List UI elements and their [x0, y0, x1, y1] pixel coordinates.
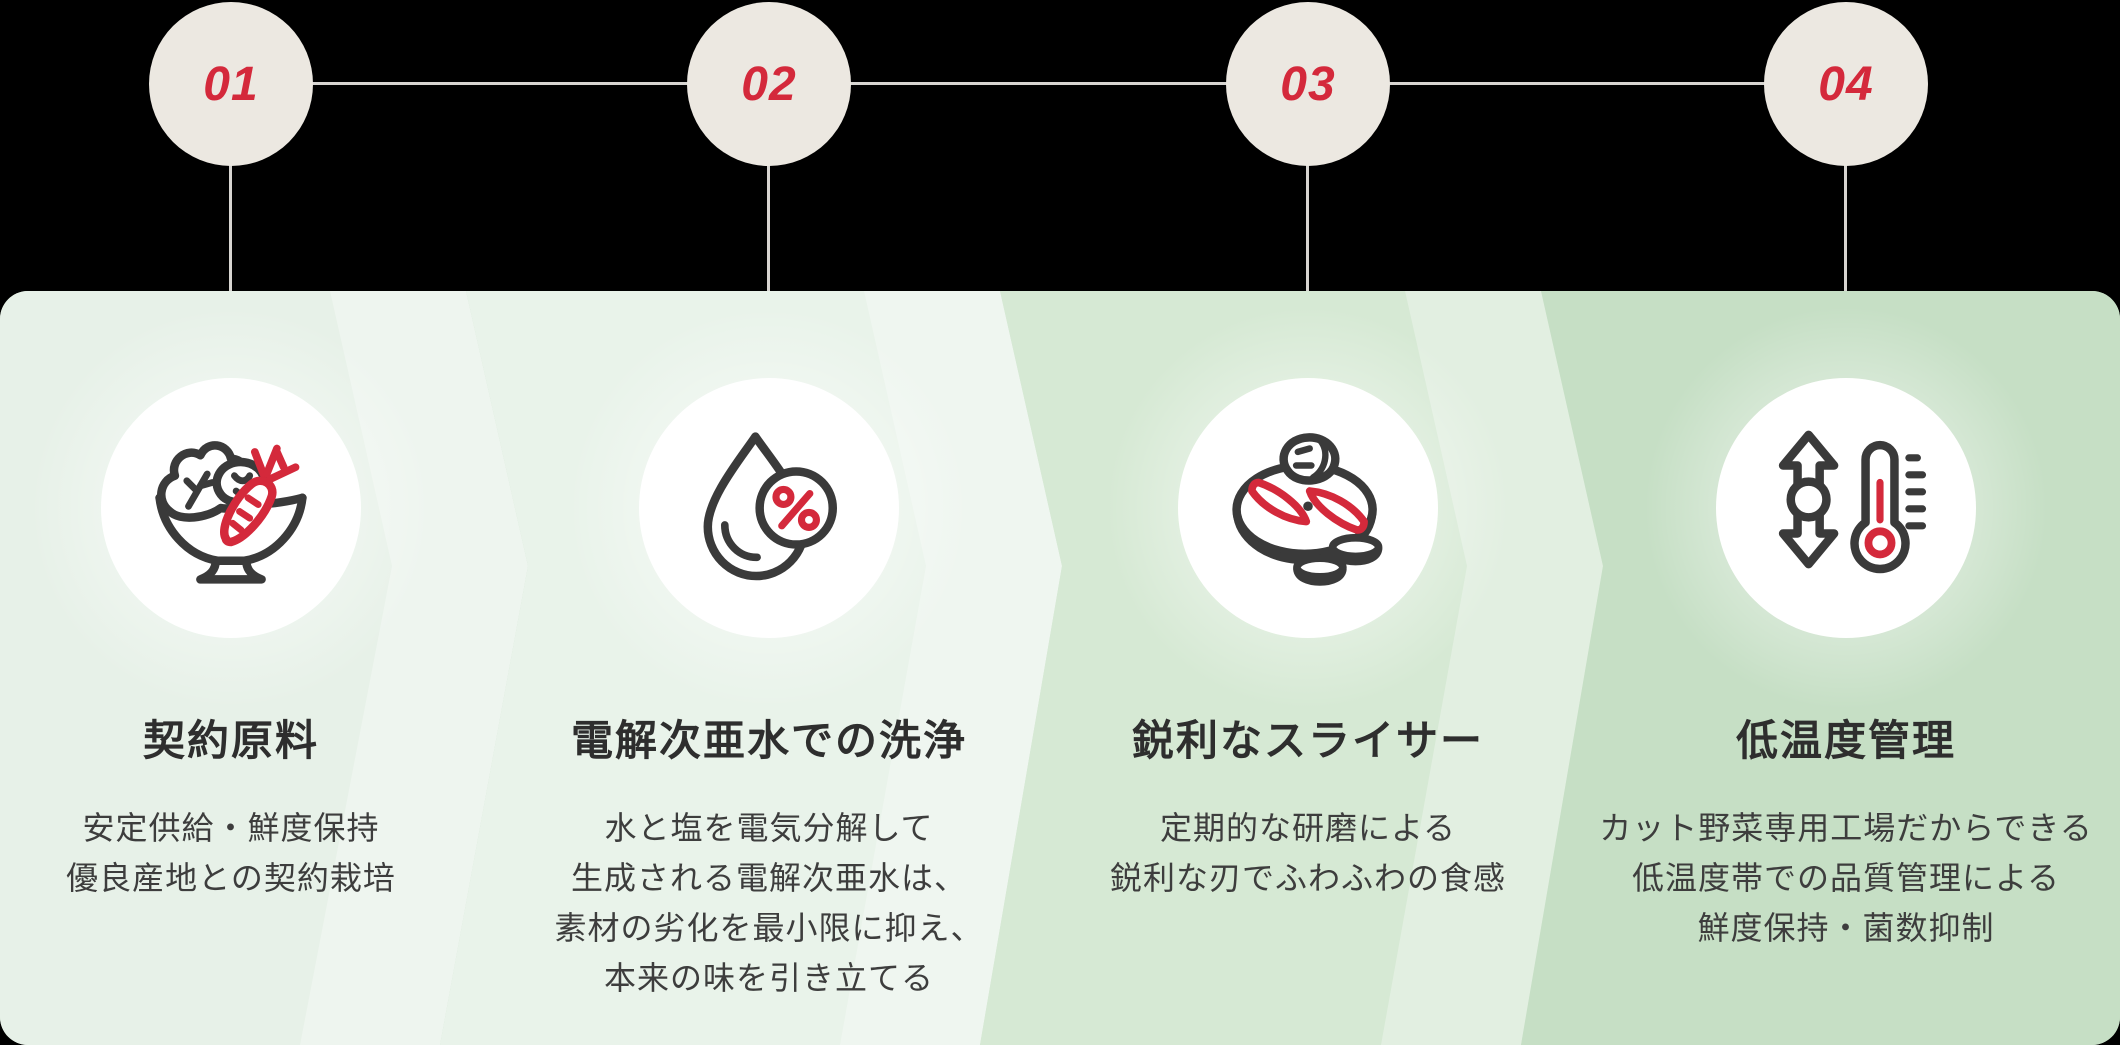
step3-number-circle: 03 [1226, 2, 1390, 166]
step3-drop-line [1306, 84, 1309, 291]
step1-text: 契約原料 安定供給・鮮度保持 優良産地との契約栽培 [0, 715, 531, 903]
timeline-connector-line [231, 82, 1846, 85]
vegetable-bowl-icon [155, 441, 307, 584]
step2-icon-circle [639, 378, 899, 638]
step3-icon-circle [1178, 378, 1438, 638]
step2-description: 水と塩を電気分解して 生成される電解次亜水は、 素材の劣化を最小限に抑え、 本来… [554, 810, 984, 996]
step3-number: 03 [1280, 57, 1336, 111]
step4-text: 低温度管理 カット野菜専用工場だからできる 低温度帯での品質管理による 鮮度保持… [1546, 715, 2120, 953]
step3-text: 鋭利なスライサー 定期的な研磨による 鋭利な刃でふわふわの食感 [1008, 715, 1608, 903]
step2-text: 電解次亜水での洗浄 水と塩を電気分解して 生成される電解次亜水は、 素材の劣化を… [469, 715, 1069, 1003]
water-drop-percent-icon [703, 432, 837, 581]
step2-drop-line [767, 84, 770, 291]
step1-description: 安定供給・鮮度保持 優良産地との契約栽培 [66, 810, 396, 896]
step2-number: 02 [741, 57, 797, 111]
step4-number-circle: 04 [1764, 2, 1928, 166]
step1-drop-line [229, 84, 232, 291]
slicer-plate-icon [1232, 433, 1383, 586]
step1-number: 01 [203, 57, 259, 111]
step4-number: 04 [1818, 57, 1874, 111]
step1-number-circle: 01 [149, 2, 313, 166]
step2-title: 電解次亜水での洗浄 [570, 717, 967, 764]
step1-icon-circle [101, 378, 361, 638]
temperature-range-icon [1778, 430, 1927, 574]
steps-panel: 契約原料 安定供給・鮮度保持 優良産地との契約栽培 電解次亜水での洗浄 水と塩を… [0, 291, 2120, 1045]
step4-description: カット野菜専用工場だからできる 低温度帯での品質管理による 鮮度保持・菌数抑制 [1599, 810, 2093, 946]
step4-title: 低温度管理 [1735, 717, 1956, 764]
step3-description: 定期的な研磨による 鋭利な刃でふわふわの食感 [1109, 810, 1506, 896]
step3-title: 鋭利なスライサー [1131, 717, 1484, 764]
step1-title: 契約原料 [142, 717, 319, 764]
step2-number-circle: 02 [687, 2, 851, 166]
step4-drop-line [1844, 84, 1847, 291]
step4-icon-circle [1716, 378, 1976, 638]
